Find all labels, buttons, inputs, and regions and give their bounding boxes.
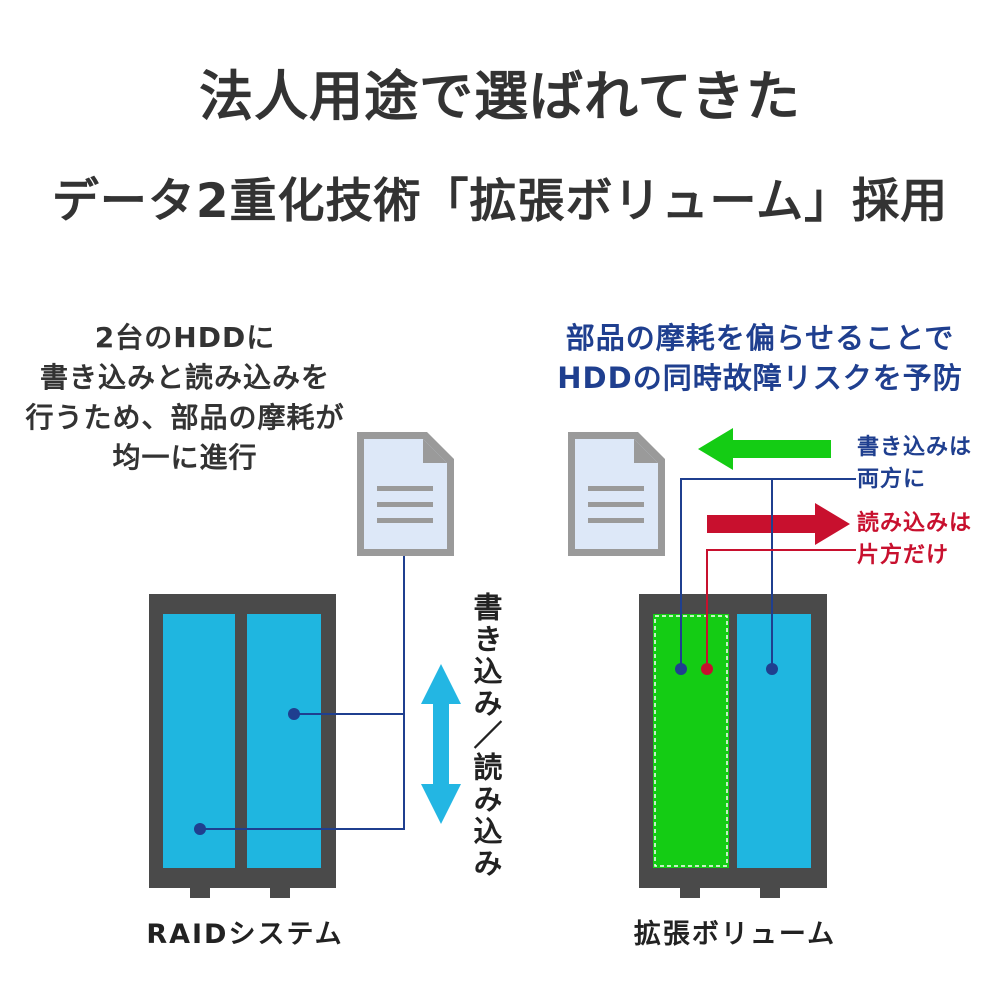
read-note-line: 読み込みは — [857, 511, 973, 536]
write-note-line: 書き込みは — [857, 435, 973, 460]
raid-description-line: 均一に進行 — [112, 441, 258, 474]
extended-write-lines — [680, 478, 856, 669]
read-note: 読み込みは 片方だけ — [857, 508, 972, 572]
raid-label: RAIDシステム — [146, 919, 344, 950]
extended-description-line: HDDの同時故障リスクを予防 — [557, 361, 963, 395]
extended-read-line — [706, 549, 856, 669]
document-icon — [357, 432, 454, 556]
raid-vertical-label: 書き込み／読み込み — [469, 592, 503, 880]
raid-description: 2台のHDDに 書き込みと読み込みを 行うため、部品の摩耗が 均一に進行 — [0, 318, 370, 478]
raid-connection-dot — [194, 823, 206, 835]
extended-label: 拡張ボリューム — [633, 919, 837, 950]
document-icon — [568, 432, 665, 556]
write-note-line: 両方に — [857, 467, 927, 492]
write-note: 書き込みは 両方に — [857, 432, 972, 496]
arrow-right-icon — [707, 503, 850, 545]
page-subtitle: データ2重化技術「拡張ボリューム」採用 — [51, 174, 949, 229]
raid-description-line: 書き込みと読み込みを — [39, 361, 330, 394]
extended-drive-2 — [737, 614, 811, 868]
extended-write-dot — [675, 663, 687, 675]
raid-connection-dot — [288, 708, 300, 720]
raid-drive-2 — [247, 614, 321, 868]
raid-description-line: 2台のHDDに — [94, 321, 276, 354]
read-note-line: 片方だけ — [857, 543, 950, 568]
raid-description-line: 行うため、部品の摩耗が — [25, 401, 345, 434]
double-arrow-icon — [421, 664, 461, 824]
extended-description: 部品の摩耗を偏らせることで HDDの同時故障リスクを予防 — [530, 318, 990, 398]
extended-read-dot — [701, 663, 713, 675]
arrow-left-icon — [698, 428, 831, 470]
page-title: 法人用途で選ばれてきた — [199, 65, 801, 128]
raid-connection-lines — [200, 556, 405, 830]
extended-description-line: 部品の摩耗を偏らせることで — [565, 321, 955, 355]
extended-write-dot — [766, 663, 778, 675]
extended-drive-1-outline — [654, 615, 728, 867]
extended-drive-1 — [653, 614, 729, 868]
